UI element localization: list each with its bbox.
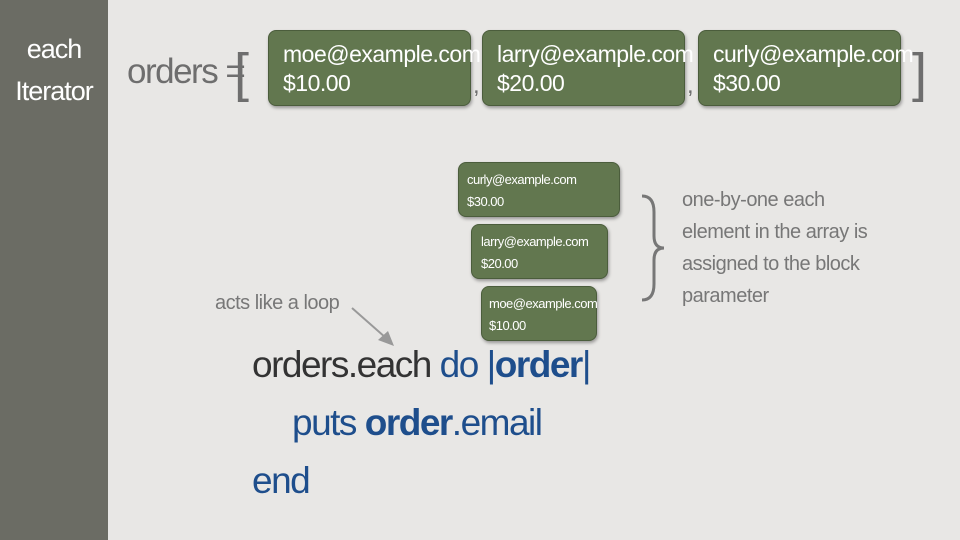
code-line-2: puts order.email bbox=[292, 402, 543, 444]
item-email: curly@example.com bbox=[467, 172, 577, 187]
note-line: parameter bbox=[682, 285, 769, 307]
array-lhs: orders = bbox=[127, 52, 246, 91]
bracket-close: ] bbox=[912, 43, 928, 103]
stack-item: curly@example.com $30.00 bbox=[458, 162, 620, 217]
item-price: $20.00 bbox=[497, 70, 565, 96]
bracket-open: [ bbox=[234, 43, 250, 103]
array-item: larry@example.com $20.00 bbox=[482, 30, 694, 106]
code-puts: puts bbox=[292, 402, 357, 443]
array-item: moe@example.com $10.00 bbox=[268, 30, 481, 106]
note-line: one-by-one each bbox=[682, 189, 825, 211]
curly-brace-icon bbox=[641, 194, 665, 302]
stack-item: moe@example.com $10.00 bbox=[481, 286, 598, 341]
comma: , bbox=[473, 72, 480, 99]
item-price: $10.00 bbox=[489, 318, 526, 333]
item-email: curly@example.com bbox=[713, 41, 914, 67]
item-price: $30.00 bbox=[713, 70, 781, 96]
title-line-1: each bbox=[26, 34, 83, 64]
item-email: larry@example.com bbox=[497, 41, 694, 67]
item-email: moe@example.com bbox=[283, 41, 481, 67]
note-line: element in the array is bbox=[682, 221, 868, 243]
sidebar-title: each Iterator bbox=[0, 0, 108, 540]
title-line-2: Iterator bbox=[15, 76, 94, 106]
item-price: $30.00 bbox=[467, 194, 504, 209]
code-keyword-do: do bbox=[439, 344, 480, 385]
arrow-icon bbox=[351, 307, 394, 346]
code-var: order bbox=[364, 402, 454, 443]
annotation-label: acts like a loop bbox=[215, 292, 340, 314]
code-method: .email bbox=[451, 402, 543, 443]
code-pipe: | bbox=[581, 344, 592, 385]
item-price: $20.00 bbox=[481, 256, 518, 271]
comma: , bbox=[687, 72, 694, 99]
code-block-param: order bbox=[494, 344, 584, 385]
item-email: moe@example.com bbox=[489, 296, 598, 311]
array-item: curly@example.com $30.00 bbox=[698, 30, 914, 106]
code-line-3: end bbox=[252, 460, 311, 501]
explanation-note: one-by-one each element in the array is … bbox=[682, 184, 868, 312]
code-line-1: orders.each do |order| bbox=[252, 344, 592, 386]
stack-item: larry@example.com $20.00 bbox=[471, 224, 608, 279]
item-price: $10.00 bbox=[283, 70, 351, 96]
item-email: larry@example.com bbox=[481, 234, 589, 249]
note-line: assigned to the block bbox=[682, 253, 860, 275]
code-receiver: orders.each bbox=[252, 344, 432, 385]
code-pipe: | bbox=[486, 344, 497, 385]
